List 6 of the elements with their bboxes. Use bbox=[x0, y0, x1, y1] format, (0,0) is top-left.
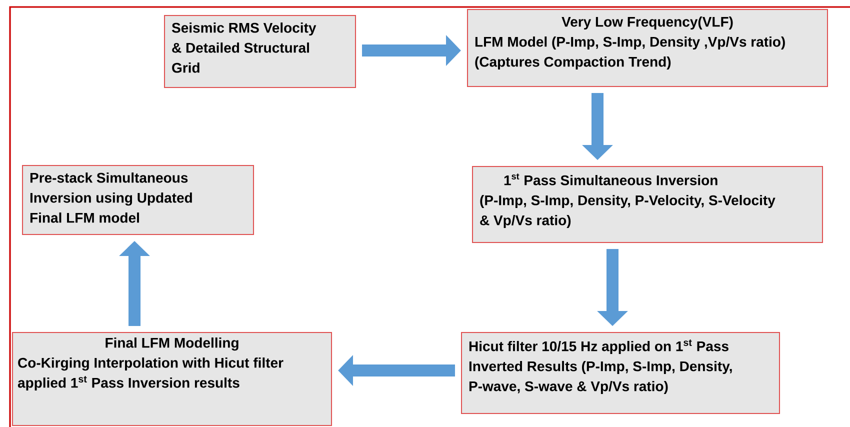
process-box: Final LFM Modelling Co-Kirging Interpolation with Hicut filter applied 1$^{st}$ Pass Inversion results bbox=[12, 332, 332, 426]
process-box: Very Low Frequency(VLF) LFM Model (P-Imp, S-Imp, Density ,Vp/Vs ratio) (Captures Compaction Trend) bbox=[467, 9, 828, 87]
process-box: Pre-stack Simultaneous Inversion using Updated Final LFM model bbox=[22, 165, 254, 235]
process-box: Seismic RMS Velocity & Detailed Structural Grid bbox=[164, 15, 356, 88]
process-box: Hicut filter 10/15 Hz applied on 1$^{st}$ Pass Inverted Results (P-Imp, S-Imp, Density, P-wave, S-wave & Vp/Vs ratio) bbox=[461, 332, 780, 414]
process-box: $\mbox{\bfseries 1}^{\mbox{\bfseries\fontsize{9}{9}\selectfont st}}\mbox{\bfseries\ Pass Simultaneous Inversion}$ (P-Imp, S-Imp, Density, P-Velocity, S-Velocity & Vp/Vs ratio) bbox=[472, 166, 823, 243]
